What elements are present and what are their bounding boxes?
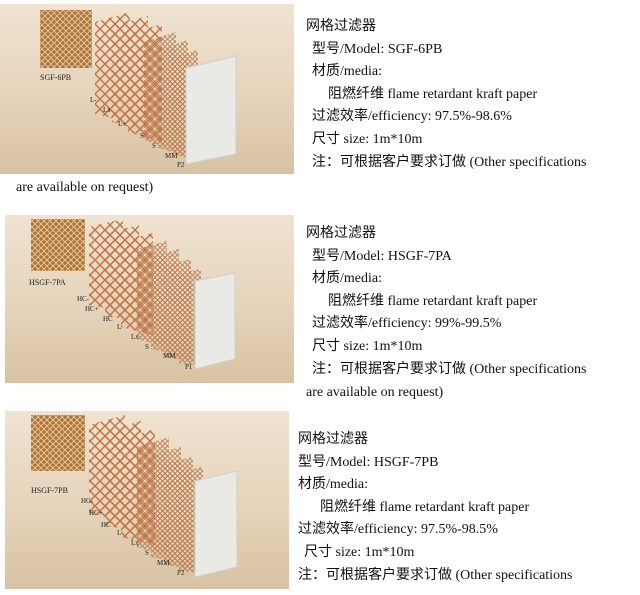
product-image-3: HSGF-7PB HC- HC+ HC L Lx S MM P2 (5, 411, 289, 589)
white-filter-panel (185, 55, 237, 165)
media-swatch (31, 415, 85, 471)
product-media-label: 材质/media: (312, 271, 382, 287)
product-spec-3: 网格过滤器 型号/Model: HSGF-7PB 材质/media: 阻燃纤维 … (298, 429, 573, 587)
media-swatch (31, 219, 85, 271)
layer-label: L+ (118, 120, 126, 128)
swatch-label: HSGF-7PA (29, 278, 66, 287)
product-media-label: 材质/media: (298, 477, 368, 493)
product-media-value: 阻燃纤维 flame retardant kraft paper (328, 86, 538, 102)
filter-layers-illustration-2: HSGF-7PA HC- HC+ HC L Lx S MM P1 (29, 219, 236, 371)
layer-label: L (117, 529, 121, 537)
layer-label: Lx (131, 539, 139, 547)
layer-label: P2 (177, 569, 185, 577)
product-block-3: HSGF-7PB HC- HC+ HC L Lx S MM P2 网格过滤器 型… (0, 405, 640, 595)
media-swatch (40, 10, 92, 68)
white-filter-panel (194, 272, 236, 370)
product-efficiency: 过滤效率/efficiency: 97.5%-98.6% (312, 109, 512, 125)
layer-label: MM (165, 152, 178, 160)
product-image-1: SGF-6PB L- Lx L+ S S MM P2 (0, 4, 294, 174)
product-model: 型号/Model: SGF-6PB (312, 41, 443, 57)
layer-label: Lx (103, 106, 111, 114)
product-note: 注：可根据客户要求订做 (Other specifications (312, 154, 587, 170)
white-filter-panel (194, 470, 238, 578)
layer-label: P2 (177, 161, 185, 169)
product-block-1: SGF-6PB L- Lx L+ S S MM P2 网格过滤器 型号/Mode… (0, 0, 640, 200)
layer-label: S (145, 549, 149, 557)
product-spec-2: 网格过滤器 型号/Model: HSGF-7PA 材质/media: 阻燃纤维 … (306, 223, 587, 381)
product-note: 注：可根据客户要求订做 (Other specifications (312, 361, 587, 377)
swatch-label: HSGF-7PB (31, 486, 68, 495)
product-model: 型号/Model: HSGF-7PA (312, 248, 452, 264)
layer-label: L (117, 323, 121, 331)
layer-label: S (140, 132, 144, 140)
filter-layers-illustration-3: HSGF-7PB HC- HC+ HC L Lx S MM P2 (31, 415, 238, 578)
product-media-value: 阻燃纤维 flame retardant kraft paper (328, 293, 538, 309)
product-spec-1: 网格过滤器 型号/Model: SGF-6PB 材质/media: 阻燃纤维 f… (306, 16, 587, 174)
product-note: 注：可根据客户要求订做 (Other specifications (298, 567, 573, 583)
layer-label: HC (101, 521, 111, 529)
product-note-continuation: are available on request) (16, 180, 154, 195)
layer-label: HC+ (85, 305, 99, 313)
product-block-2: HSGF-7PA HC- HC+ HC L Lx S MM P1 网格过滤器 型… (0, 205, 640, 405)
product-media-value: 阻燃纤维 flame retardant kraft paper (320, 499, 530, 515)
layer-label: S (145, 343, 149, 351)
product-size: 尺寸 size: 1m*10m (312, 131, 423, 147)
layer-label: HC- (77, 295, 90, 303)
layer-label: HC- (81, 497, 94, 505)
product-media-label: 材质/media: (312, 64, 382, 80)
layer-label: L- (90, 96, 97, 104)
product-title: 网格过滤器 (306, 226, 376, 241)
filter-layers-illustration-1: SGF-6PB L- Lx L+ S S MM P2 (40, 10, 237, 169)
product-efficiency: 过滤效率/efficiency: 97.5%-98.5% (298, 522, 498, 538)
layer-label: MM (163, 352, 176, 360)
product-note-continuation: are available on request) (306, 385, 444, 400)
product-title: 网格过滤器 (298, 432, 368, 447)
layer-label: S (152, 142, 156, 150)
product-size: 尺寸 size: 1m*10m (304, 544, 415, 560)
layer-label: HC+ (89, 509, 103, 517)
product-title: 网格过滤器 (306, 19, 376, 34)
swatch-label: SGF-6PB (40, 73, 71, 82)
product-efficiency: 过滤效率/efficiency: 99%-99.5% (312, 316, 502, 332)
layer-label: Lx (131, 333, 139, 341)
product-image-2: HSGF-7PA HC- HC+ HC L Lx S MM P1 (5, 215, 294, 383)
layer-label: MM (157, 559, 170, 567)
product-size: 尺寸 size: 1m*10m (312, 338, 423, 354)
layer-label: P1 (185, 363, 193, 371)
layer-label: HC (103, 315, 113, 323)
product-model: 型号/Model: HSGF-7PB (298, 454, 439, 470)
